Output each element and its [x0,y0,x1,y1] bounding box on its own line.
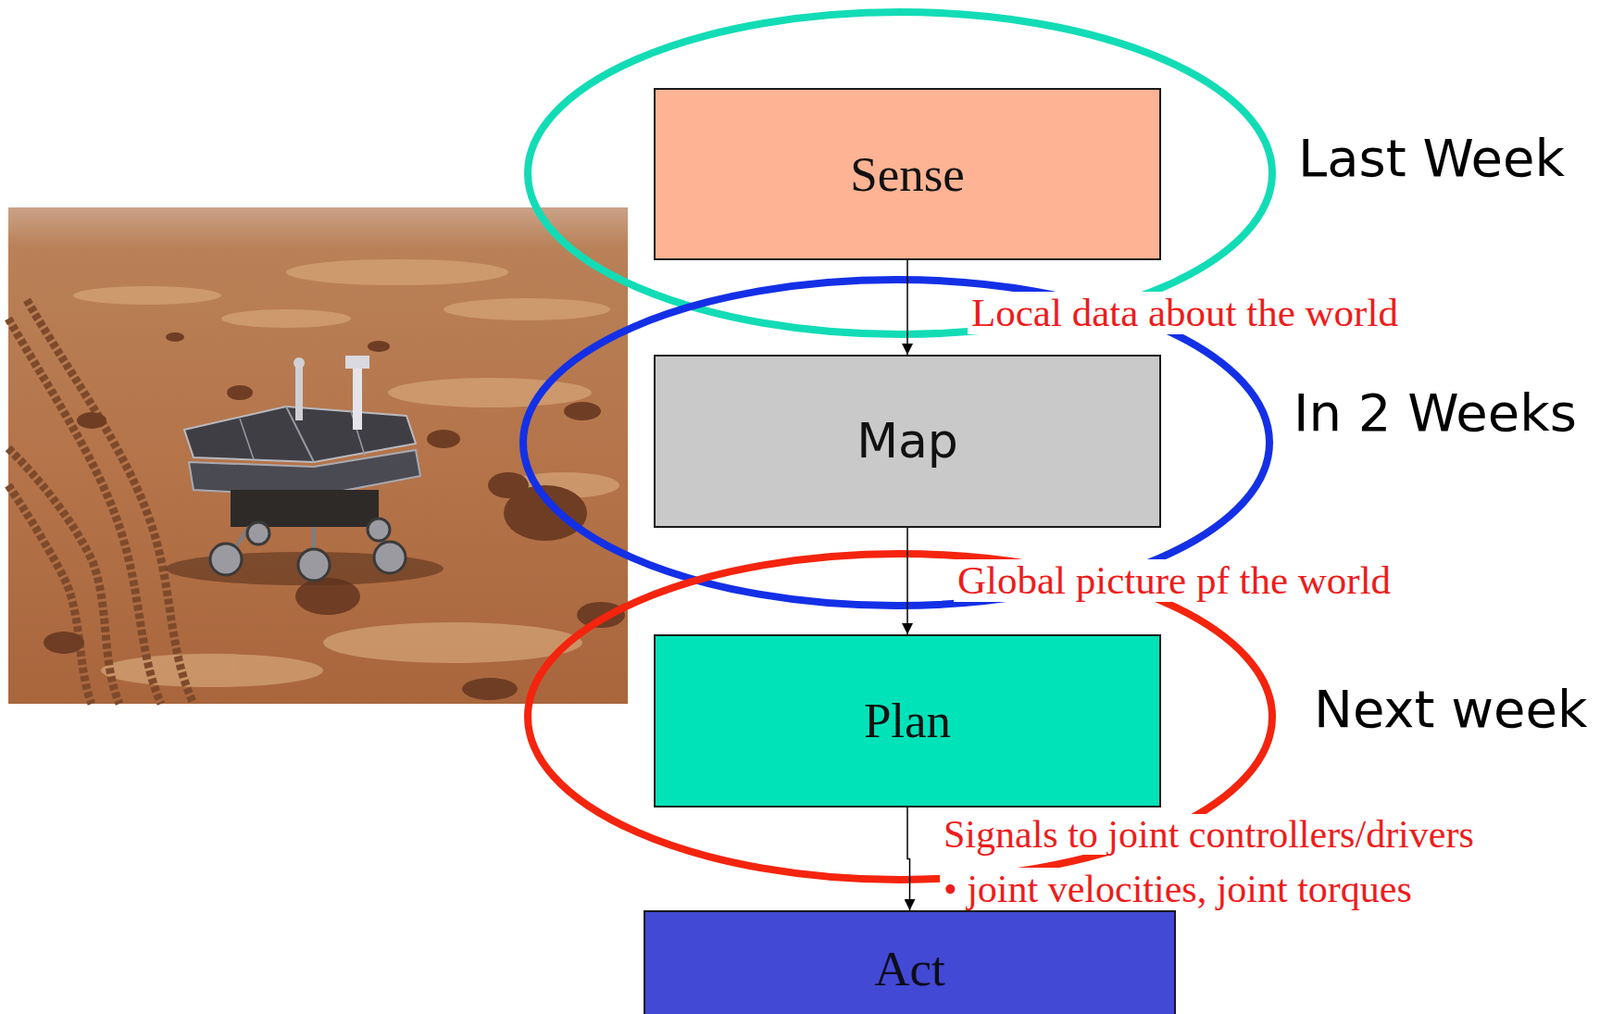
box-label: Map [856,414,959,468]
wheel-tracks [8,300,194,704]
terrain [8,207,628,704]
week-label: Next week [1313,680,1588,738]
box-label: Sense [850,147,965,201]
box-label: Plan [863,693,951,748]
act-box: Act [643,910,1176,1014]
week-ellipses [523,12,1273,880]
flow-arrow [907,807,911,911]
box-label: Act [874,941,946,996]
signal-detail: • joint velocities, joint torques [939,867,1416,911]
edge-label: Global picture pf the world [953,559,1395,601]
next-week-ellipse [527,553,1273,880]
last-week-ellipse [527,12,1273,335]
rover [165,355,444,586]
week-label: In 2 Weeks [1293,384,1577,442]
flow-arrow [906,260,909,355]
week-label: Last Week [1298,129,1565,188]
rocks [43,332,625,700]
light-patches [73,259,620,688]
sense-box: Sense [653,87,1162,261]
map-box: Map [653,354,1162,528]
edge-label: Local data about the world [967,291,1402,334]
edge-label: Signals to joint controllers/drivers [939,813,1478,855]
mars-rover-photo [8,207,628,704]
plan-box: Plan [653,634,1162,808]
flow-arrow [906,527,909,635]
